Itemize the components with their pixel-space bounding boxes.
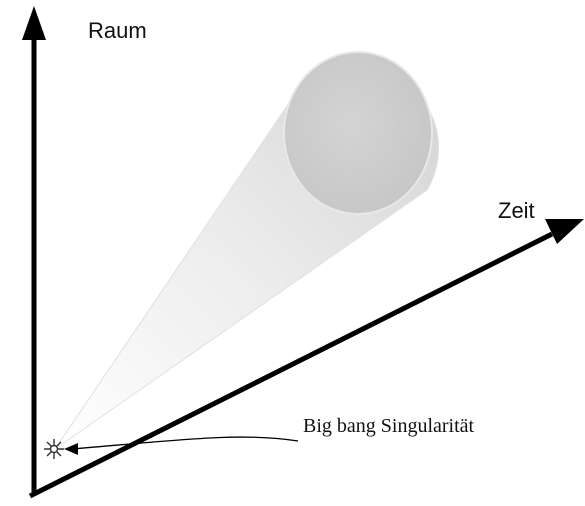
singularity-pointer-arrowhead <box>64 443 78 455</box>
space-axis-arrowhead <box>22 6 46 40</box>
time-axis <box>28 231 554 499</box>
universe-cross-section-disk <box>283 51 433 215</box>
singularity-pointer-line <box>71 436 299 450</box>
singularity-label: Big bang Singularität <box>303 415 475 437</box>
space-axis-label: Raum <box>88 18 147 43</box>
time-axis-label: Zeit <box>498 198 535 223</box>
burst-icon <box>44 439 64 459</box>
time-axis-arrowhead <box>545 219 584 244</box>
